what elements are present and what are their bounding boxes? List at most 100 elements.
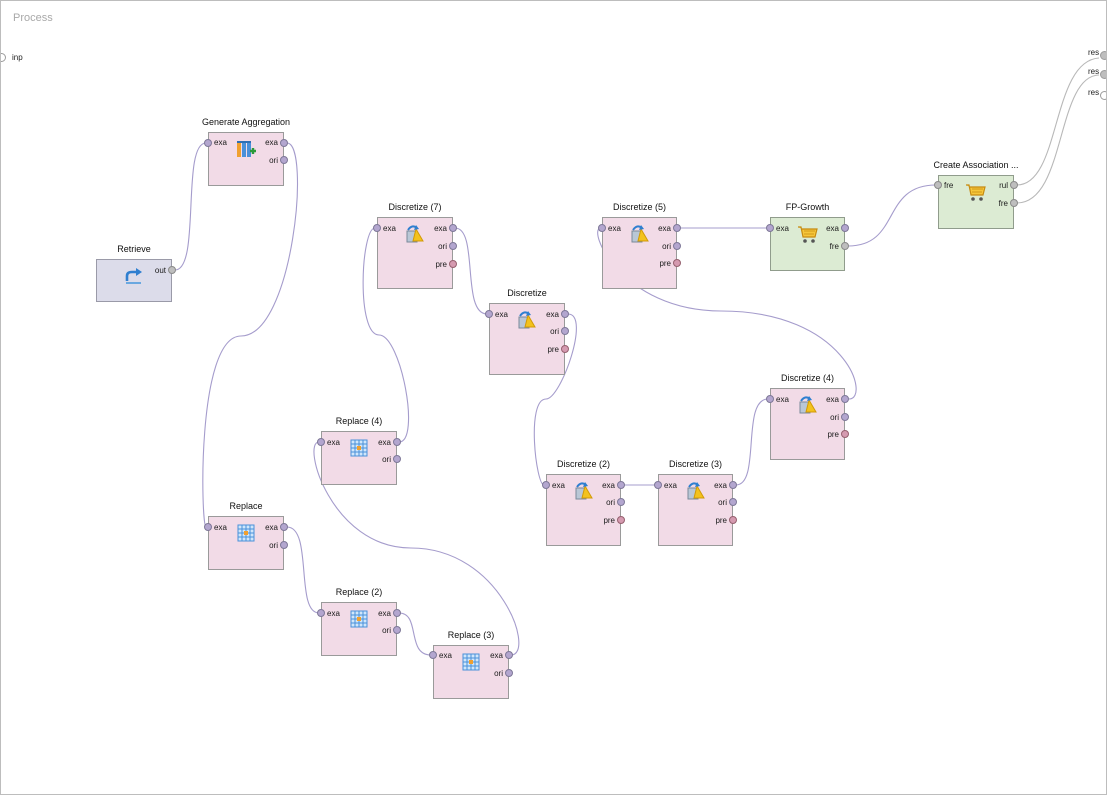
input-port[interactable] [542,481,550,489]
operator-replace-3[interactable]: Replace (3) exa exa ori [429,630,513,699]
operator-discretize-3[interactable]: Discretize (3) exa exa ori pre [654,459,737,546]
operator-label: Retrieve [117,244,151,254]
operator-discretize-2[interactable]: Discretize (2) exa exa ori pre [542,459,625,546]
output-port[interactable] [1010,181,1018,189]
operator-replace-2[interactable]: Replace (2) exa exa ori [317,587,401,656]
operator-discretize-5[interactable]: Discretize (5) exa exa ori pre [598,202,681,289]
output-port[interactable] [673,242,681,250]
operator-discretize[interactable]: Discretize exa exa ori pre [485,288,569,375]
canvas-title: Process [13,12,53,24]
operator-label: Discretize [507,288,547,298]
port-label: exa [214,523,227,532]
output-port[interactable] [617,516,625,524]
input-port[interactable] [317,609,325,617]
process-output-port[interactable] [1100,91,1106,100]
output-port[interactable] [393,455,401,463]
process-output-port[interactable] [1100,70,1106,79]
output-port[interactable] [673,259,681,267]
port-label: fre [829,242,839,251]
output-port[interactable] [729,516,737,524]
output-port[interactable] [561,310,569,318]
wire-retrieve-to-generate-aggregation [174,142,207,271]
output-port[interactable] [449,260,457,268]
input-port[interactable] [766,395,774,403]
input-port[interactable] [204,139,212,147]
port-label: ori [382,455,391,464]
output-port[interactable] [617,498,625,506]
operator-discretize-4[interactable]: Discretize (4) exa exa ori pre [766,373,849,460]
port-label: exa [826,395,839,404]
wire-discretize-3-to-discretize-4 [735,398,769,486]
operator-fp-growth[interactable]: FP-Growth exa exa fre [766,202,849,271]
operator-retrieve[interactable]: Retrieve out [96,244,176,302]
output-port[interactable] [449,224,457,232]
operator-replace[interactable]: Replace exa exa ori [204,501,288,570]
output-port[interactable] [393,438,401,446]
operator-discretize-7[interactable]: Discretize (7) exa exa ori pre [373,202,457,289]
output-port[interactable] [280,541,288,549]
output-port[interactable] [841,430,849,438]
output-port[interactable] [673,224,681,232]
output-port[interactable] [561,345,569,353]
output-port[interactable] [280,139,288,147]
output-port[interactable] [729,498,737,506]
port-label: out [154,266,166,275]
port-label: fre [998,199,1008,208]
output-port[interactable] [617,481,625,489]
operator-body[interactable] [938,175,1014,229]
process-output-port[interactable] [1100,51,1106,60]
output-port[interactable] [841,395,849,403]
input-port[interactable] [766,224,774,232]
input-port[interactable] [317,438,325,446]
output-port[interactable] [505,651,513,659]
port-label: ori [830,413,839,422]
operator-label: Replace [229,501,263,511]
port-label: exa [776,224,789,233]
input-port[interactable] [654,481,662,489]
wire-replace-2-to-replace-3 [398,612,432,656]
output-port[interactable] [561,327,569,335]
operator-label: FP-Growth [785,202,830,212]
port-label: exa [826,224,839,233]
wire-rules-to-result [1016,57,1100,186]
operator-replace-4[interactable]: Replace (4) exa exa ori [317,416,401,485]
operator-label: Discretize (5) [612,202,666,212]
output-port[interactable] [393,609,401,617]
output-port[interactable] [841,413,849,421]
port-label: ori [550,327,559,336]
output-port[interactable] [1010,199,1018,207]
input-port[interactable] [429,651,437,659]
operator-body[interactable] [96,259,172,302]
process-input-port[interactable] [1,53,6,62]
output-port[interactable] [841,224,849,232]
wire-replace-3-to-replace-4 [313,441,520,656]
port-label: ori [606,498,615,507]
port-label: exa [378,609,391,618]
input-port[interactable] [204,523,212,531]
output-port[interactable] [841,242,849,250]
output-port[interactable] [168,266,176,274]
operator-body[interactable] [770,217,845,271]
operator-create-association-rules[interactable]: Create Association ... fre rul fre [933,160,1019,229]
output-port[interactable] [280,523,288,531]
port-label: ori [662,242,671,251]
port-label: pre [435,260,447,269]
process-output-label: res [1088,88,1100,97]
operator-generate-aggregation[interactable]: Generate Aggregation exa exa ori [202,117,290,186]
output-port[interactable] [505,669,513,677]
port-label: exa [714,481,727,490]
output-port[interactable] [729,481,737,489]
output-port[interactable] [449,242,457,250]
input-port[interactable] [485,310,493,318]
aggregate-icon [237,141,256,157]
input-port[interactable] [598,224,606,232]
port-label: pre [715,516,727,525]
operator-body[interactable] [602,217,677,289]
input-port[interactable] [934,181,942,189]
port-label: exa [664,481,677,490]
input-port[interactable] [373,224,381,232]
output-port[interactable] [393,626,401,634]
output-port[interactable] [280,156,288,164]
replace-icon [350,610,368,628]
